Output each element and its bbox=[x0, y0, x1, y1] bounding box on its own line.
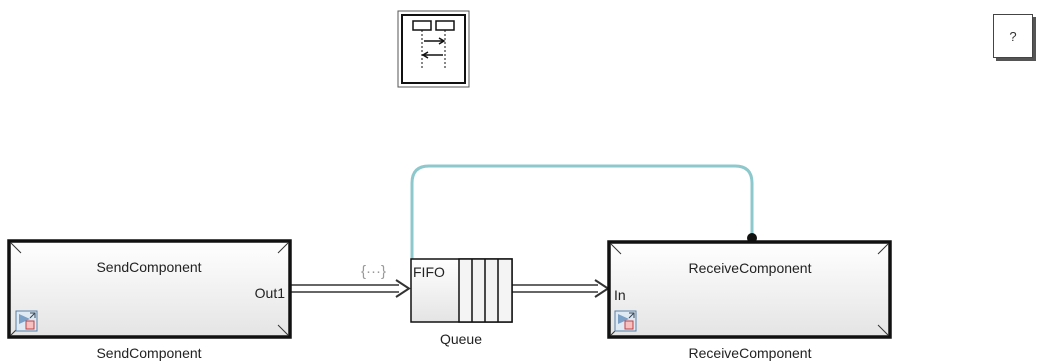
help-button[interactable]: ? bbox=[993, 14, 1033, 58]
receive-in-port-label: In bbox=[614, 287, 626, 303]
send-component-caption: SendComponent bbox=[96, 345, 201, 361]
queue-block[interactable]: FIFO bbox=[410, 258, 513, 323]
bus-element-icon: {···} bbox=[361, 263, 386, 280]
receive-component-block[interactable]: ReceiveComponent In bbox=[607, 240, 892, 339]
feedback-connector[interactable] bbox=[410, 164, 754, 262]
receive-component-title: ReceiveComponent bbox=[689, 260, 812, 276]
signal-line-send-to-queue[interactable] bbox=[290, 279, 411, 298]
queue-caption: Queue bbox=[440, 331, 482, 347]
send-component-title: SendComponent bbox=[96, 259, 201, 275]
subsystem-reference-icon[interactable] bbox=[614, 310, 637, 332]
send-component-block[interactable]: SendComponent Out1 bbox=[7, 239, 292, 339]
queue-fifo-label: FIFO bbox=[413, 264, 445, 280]
signal-line-queue-to-receive[interactable] bbox=[512, 279, 610, 298]
help-button-label: ? bbox=[1009, 28, 1017, 44]
send-out1-port-label: Out1 bbox=[255, 285, 286, 301]
sequence-diagram-icon[interactable] bbox=[397, 10, 470, 88]
subsystem-reference-icon[interactable] bbox=[15, 310, 38, 332]
receive-component-caption: ReceiveComponent bbox=[689, 345, 812, 361]
